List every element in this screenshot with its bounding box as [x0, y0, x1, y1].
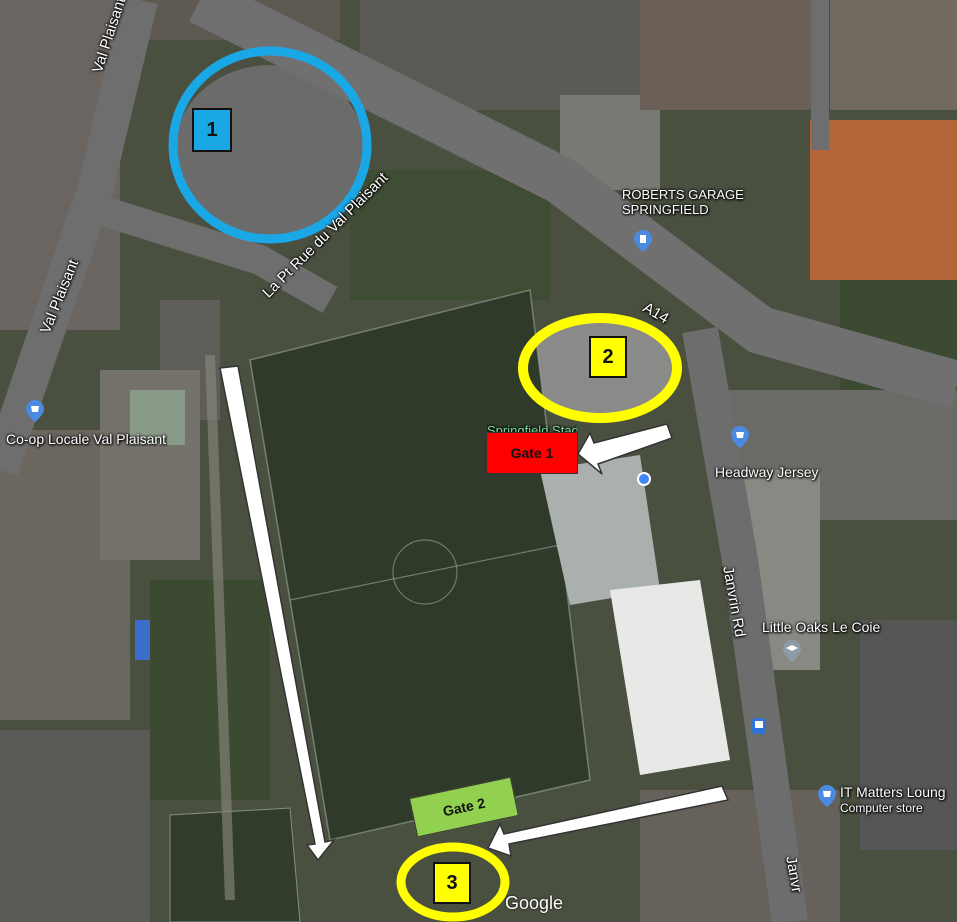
marker-2[interactable]: 2	[589, 336, 627, 378]
school-pin-icon[interactable]	[783, 640, 801, 662]
it-store-pin-icon[interactable]	[818, 785, 836, 807]
location-dot-icon	[637, 472, 651, 486]
place-label-little-oaks[interactable]: Little Oaks Le Coie	[762, 619, 881, 635]
gas-station-pin-icon[interactable]	[634, 230, 652, 252]
place-label-headway[interactable]: Headway Jersey	[715, 464, 819, 480]
roberts-garage-text: ROBERTS GARAGE SPRINGFIELD	[622, 187, 744, 217]
shopping-pin-icon[interactable]	[26, 400, 44, 422]
gate-1-label[interactable]: Gate 1	[486, 432, 578, 474]
marker-1[interactable]: 1	[192, 108, 232, 152]
place-label-coop[interactable]: Co-op Locale Val Plaisant	[6, 431, 167, 447]
headway-pin-icon[interactable]	[731, 426, 749, 448]
place-label-roberts-garage[interactable]: ROBERTS GARAGE SPRINGFIELD	[622, 187, 744, 218]
bus-stop-icon[interactable]	[752, 718, 766, 734]
google-attribution: Google	[505, 893, 564, 913]
place-label-it-matters[interactable]: IT Matters Loung	[840, 784, 946, 800]
marker-3[interactable]: 3	[433, 862, 471, 904]
place-label-it-matters-sub: Computer store	[840, 801, 923, 815]
